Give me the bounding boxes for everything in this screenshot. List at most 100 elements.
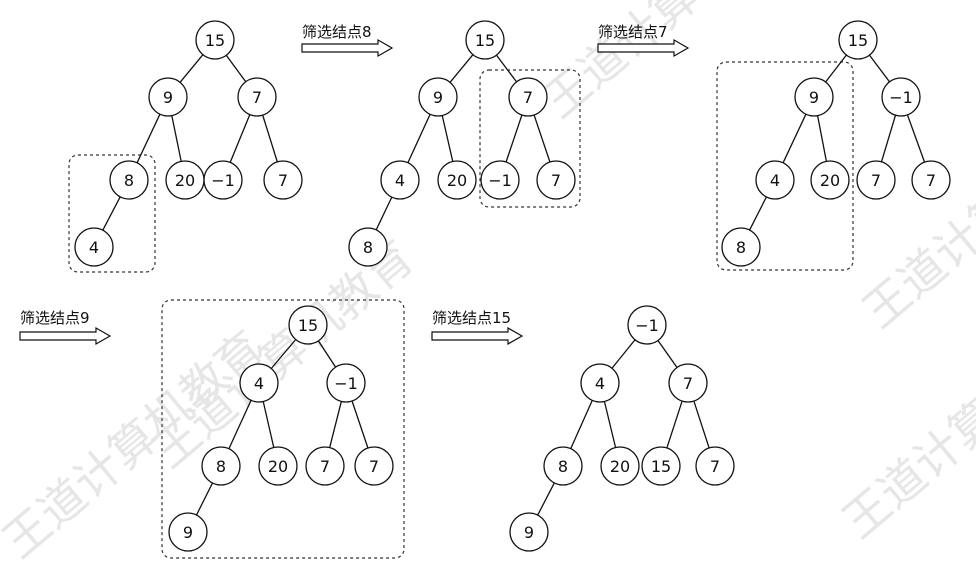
node-value: 9 — [163, 88, 173, 107]
node-value: 7 — [710, 457, 720, 476]
node-value: 8 — [736, 238, 746, 257]
node-value: 15 — [848, 31, 868, 50]
tree-edge — [495, 54, 518, 83]
tree-edge — [782, 113, 807, 164]
node-circle — [354, 446, 394, 486]
node-circle — [288, 305, 328, 345]
tree-edge — [317, 340, 337, 368]
tree-edge — [570, 400, 593, 449]
node-value: 7 — [320, 457, 330, 476]
node-value: −1 — [334, 374, 358, 393]
tree-edge — [179, 54, 204, 83]
node-circle — [641, 446, 681, 486]
tree-node: 7 — [263, 160, 303, 200]
tree-node: 20 — [810, 160, 850, 200]
tree-edge — [825, 54, 847, 83]
highlight-box — [479, 69, 581, 208]
node-value: 9 — [183, 523, 193, 542]
node-circle — [794, 77, 834, 117]
step-arrows: 筛选结点8 筛选结点7 筛选结点9 筛选结点15 — [19, 23, 690, 346]
node-circle — [326, 363, 366, 403]
node-circle — [348, 227, 388, 267]
node-value: 20 — [268, 457, 288, 476]
tree-edge — [816, 115, 828, 162]
tree-node: 4 — [239, 363, 279, 403]
step-label: 筛选结点7 — [598, 23, 668, 41]
node-value: 8 — [363, 238, 373, 257]
tree-edge — [225, 54, 247, 83]
watermark-text: 王道计算机教育 — [832, 300, 976, 548]
node-value: 15 — [298, 316, 318, 335]
tree-edge — [229, 114, 251, 163]
node-value: −1 — [211, 171, 235, 190]
node-circle — [536, 160, 576, 200]
node-value: 9 — [433, 88, 443, 107]
tree-edge — [262, 401, 275, 448]
node-value: 7 — [252, 88, 262, 107]
node-value: 15 — [475, 31, 495, 50]
node-value: −1 — [488, 171, 512, 190]
node-circle — [911, 160, 951, 200]
tree-edge — [537, 482, 555, 516]
node-circle — [881, 77, 921, 117]
node-circle — [168, 512, 208, 552]
tree-edge — [262, 114, 278, 163]
node-circle — [627, 305, 667, 345]
tree-node: −1 — [480, 160, 520, 200]
node-value: 7 — [523, 88, 533, 107]
tree-node: 7 — [668, 363, 708, 403]
node-circle — [543, 446, 583, 486]
highlight-box — [68, 154, 156, 273]
tree-node: 7 — [856, 160, 896, 200]
tree-node: 15 — [288, 305, 328, 345]
step-label: 筛选结点15 — [432, 309, 511, 327]
tree-node: 4 — [580, 363, 620, 403]
tree-edge — [603, 401, 617, 448]
node-circle — [109, 160, 149, 200]
node-circle — [258, 446, 298, 486]
node-value: 8 — [124, 171, 134, 190]
node-value: 8 — [558, 457, 568, 476]
node-circle — [600, 446, 640, 486]
node-circle — [509, 512, 549, 552]
node-value: 7 — [871, 171, 881, 190]
tree-node: 15 — [838, 20, 878, 60]
tree-node: 9 — [148, 77, 188, 117]
node-value: 4 — [595, 374, 605, 393]
tree-edge — [533, 114, 551, 163]
node-circle — [239, 363, 279, 403]
tree-node: 9 — [168, 512, 208, 552]
node-circle — [838, 20, 878, 60]
tree-after-sift-15: −1 4 7 8 20 15 7 9 — [509, 305, 735, 552]
tree-node: 7 — [695, 446, 735, 486]
right-arrow-icon — [19, 326, 112, 346]
node-value: 9 — [524, 523, 534, 542]
tree-edge — [407, 114, 431, 163]
node-circle — [465, 20, 505, 60]
node-value: 7 — [926, 171, 936, 190]
node-circle — [508, 77, 548, 117]
node-value: 20 — [610, 457, 630, 476]
node-value: 4 — [254, 374, 264, 393]
tree-edge — [375, 196, 393, 231]
tree-edge — [171, 115, 182, 162]
tree-edge — [906, 114, 926, 163]
tree-edge — [102, 196, 121, 231]
tree-node: 8 — [109, 160, 149, 200]
tree-node: −1 — [627, 305, 667, 345]
right-arrow-icon — [597, 38, 690, 58]
node-circle — [856, 160, 896, 200]
tree-node: 4 — [74, 227, 114, 267]
tree-node: 15 — [641, 446, 681, 486]
node-circle — [480, 160, 520, 200]
node-value: −1 — [635, 316, 659, 335]
step-label: 筛选结点8 — [302, 23, 372, 41]
tree-node: 20 — [165, 160, 205, 200]
step-label: 筛选结点9 — [20, 309, 90, 327]
tree-node: 8 — [348, 227, 388, 267]
tree-node: 9 — [794, 77, 834, 117]
tree-edge — [136, 113, 161, 164]
